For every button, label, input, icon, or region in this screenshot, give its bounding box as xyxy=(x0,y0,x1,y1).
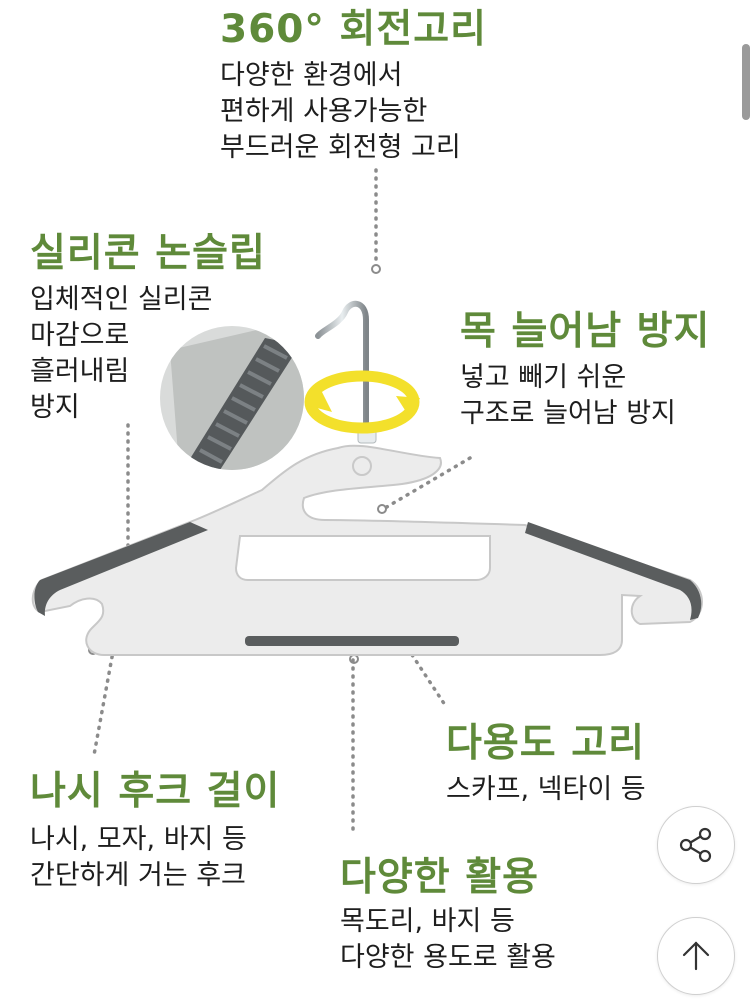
desc-line: 입체적인 실리콘 xyxy=(30,284,213,315)
scroll-top-button[interactable] xyxy=(657,917,735,995)
feature-desc-silicone-grip: 입체적인 실리콘 마감으로 흘러내림 방지 xyxy=(30,282,212,426)
rotate-arrow-icon xyxy=(304,370,420,434)
share-button[interactable] xyxy=(657,806,735,884)
desc-line: 마감으로 xyxy=(30,320,130,351)
feature-desc-strap-hook: 나시, 모자, 바지 등 간단하게 거는 후크 xyxy=(30,822,247,894)
desc-line: 방지 xyxy=(30,392,80,423)
feature-desc-multi-hook: 스카프, 넥타이 등 xyxy=(446,772,646,808)
arrow-up-icon xyxy=(682,941,710,971)
silicone-closeup xyxy=(160,326,304,470)
silicone-bar xyxy=(245,636,459,646)
feature-title-multi-hook: 다용도 고리 xyxy=(446,721,645,766)
feature-desc-various-use: 목도리, 바지 등 다양한 용도로 활용 xyxy=(340,904,556,976)
share-icon xyxy=(679,827,712,863)
desc-line: 목도리, 바지 등 xyxy=(340,906,515,937)
feature-title-silicone-grip: 실리콘 논슬립 xyxy=(30,231,266,276)
desc-line: 구조로 늘어남 방지 xyxy=(460,398,676,429)
feature-desc-swivel-hook: 다양한 환경에서 편하게 사용가능한 부드러운 회전형 고리 xyxy=(220,58,461,166)
desc-line: 넣고 빼기 쉬운 xyxy=(460,362,627,393)
feature-title-neck-stretch: 목 늘어남 방지 xyxy=(460,309,711,354)
desc-line: 편하게 사용가능한 xyxy=(220,96,428,127)
feature-title-swivel-hook: 360° 회전고리 xyxy=(220,7,488,52)
feature-desc-neck-stretch: 넣고 빼기 쉬운 구조로 늘어남 방지 xyxy=(460,360,676,432)
feature-title-various-use: 다양한 활용 xyxy=(340,855,539,900)
scrollbar[interactable] xyxy=(742,44,750,120)
desc-line: 다양한 환경에서 xyxy=(220,60,403,91)
desc-line: 흘러내림 xyxy=(30,356,130,387)
hanger-body xyxy=(31,444,703,656)
swivel-hook xyxy=(315,300,369,437)
silicone-left xyxy=(34,522,208,616)
desc-line: 나시, 모자, 바지 등 xyxy=(30,824,247,855)
desc-line: 부드러운 회전형 고리 xyxy=(220,132,461,163)
silicone-right xyxy=(525,522,702,620)
feature-title-strap-hook: 나시 후크 걸이 xyxy=(30,769,281,814)
desc-line: 간단하게 거는 후크 xyxy=(30,860,246,891)
desc-line: 다양한 용도로 활용 xyxy=(340,942,556,973)
desc-line: 스카프, 넥타이 등 xyxy=(446,774,646,805)
